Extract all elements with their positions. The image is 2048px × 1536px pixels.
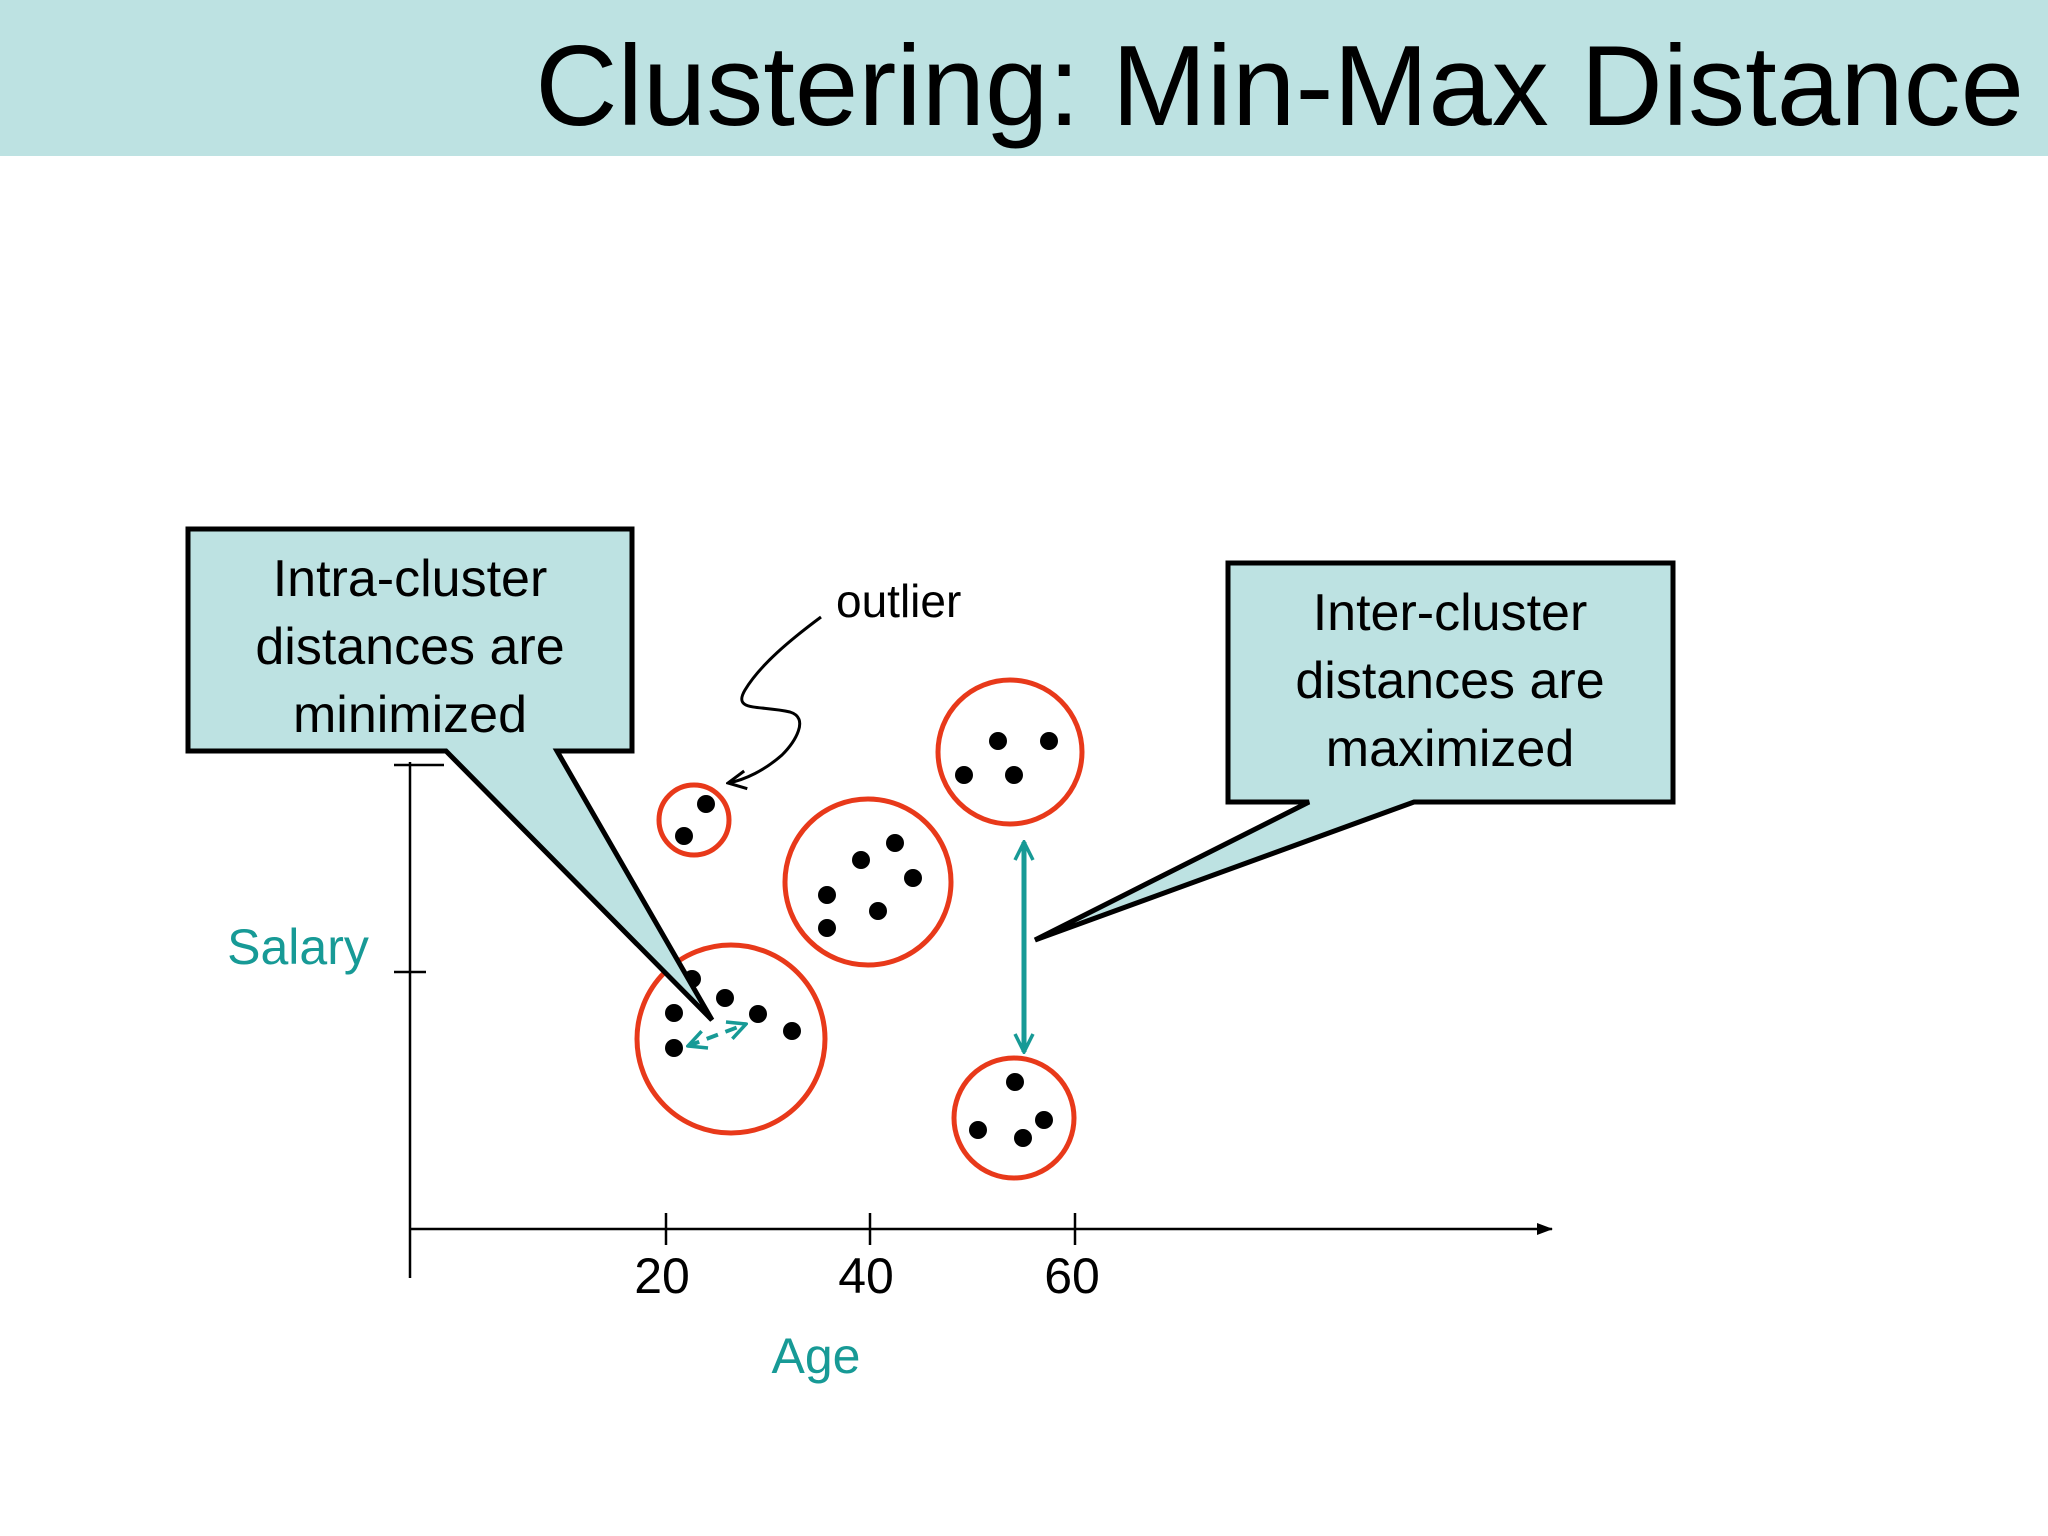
data-point [955, 766, 973, 784]
cluster-circle-top-right [935, 677, 1085, 827]
data-point [665, 1039, 683, 1057]
data-point [749, 1005, 767, 1023]
inter-callout-line: distances are [1295, 652, 1604, 710]
cluster-circle-lower-left [634, 942, 828, 1136]
points-lower-left [665, 970, 801, 1057]
data-point [697, 795, 715, 813]
data-point [1040, 732, 1058, 750]
intra-distance-arrow [688, 1024, 746, 1046]
x-axis-label: Age [772, 1328, 861, 1384]
outlier-pointer [728, 615, 822, 783]
intra-callout-line: distances are [255, 618, 564, 676]
data-point [818, 886, 836, 904]
points-outlier [675, 795, 715, 845]
points-top-right [955, 732, 1058, 784]
data-point [904, 869, 922, 887]
y-axis-label: Salary [227, 919, 369, 975]
data-point [989, 732, 1007, 750]
data-point [716, 989, 734, 1007]
x-tick-label: 60 [1044, 1248, 1100, 1304]
data-point [852, 851, 870, 869]
data-point [1035, 1111, 1053, 1129]
data-point [675, 827, 693, 845]
cluster-circle-middle [782, 796, 954, 968]
slide-title: Clustering: Min-Max Distance [535, 23, 2024, 150]
x-tick-label: 20 [634, 1248, 690, 1304]
data-point [969, 1121, 987, 1139]
inter-cluster-callout: Inter-cluster distances are maximized [1033, 560, 1676, 943]
outlier-label: outlier [836, 575, 961, 627]
intra-cluster-callout: Intra-cluster distances are minimized [185, 526, 715, 1022]
data-point [869, 902, 887, 920]
cluster-circle-bottom-right [951, 1055, 1077, 1181]
data-point [818, 919, 836, 937]
data-point [1005, 766, 1023, 784]
points-bottom-right [969, 1073, 1053, 1147]
title-band [0, 0, 2048, 156]
data-point [886, 834, 904, 852]
data-point [665, 1004, 683, 1022]
data-point [783, 1022, 801, 1040]
inter-callout-line: maximized [1326, 720, 1575, 778]
data-point [1006, 1073, 1024, 1091]
cluster-circle-outlier [656, 782, 732, 858]
intra-callout-line: minimized [293, 686, 527, 744]
x-tick-label: 40 [838, 1248, 894, 1304]
inter-callout-line: Inter-cluster [1313, 584, 1588, 642]
intra-callout-line: Intra-cluster [273, 550, 548, 608]
data-point [1014, 1129, 1032, 1147]
points-middle [818, 834, 922, 937]
